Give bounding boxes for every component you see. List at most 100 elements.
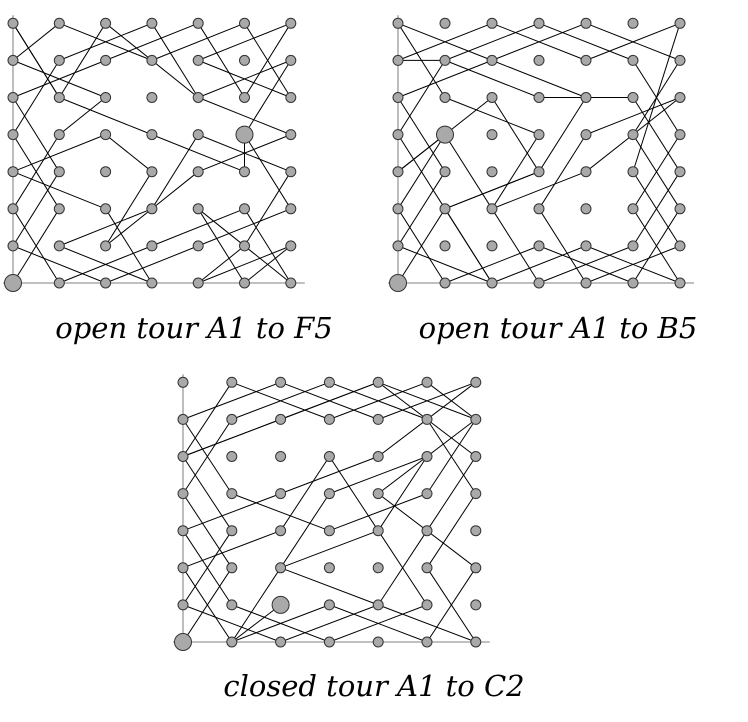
- square-node-D6: [323, 451, 335, 462]
- tour-move-E1-F2: [197, 245, 245, 284]
- tour-move-F8-D7: [151, 22, 245, 61]
- tour-move-B4-A6: [12, 97, 60, 172]
- square-node-C8: [486, 17, 498, 29]
- square-node-D8: [146, 17, 158, 29]
- square-node-E6: [192, 92, 204, 103]
- tour-move-E4-F6: [377, 456, 428, 531]
- square-node-D3: [323, 562, 335, 574]
- square-node-D7: [146, 54, 158, 66]
- tour-move-C5-D4: [105, 134, 153, 173]
- tour-move-A7-B5: [182, 419, 233, 494]
- tour-move-D2-F3: [151, 208, 245, 247]
- tour-move-A4-C5: [182, 493, 281, 532]
- square-node-D5: [323, 488, 335, 500]
- tour-move-B6-D5: [59, 97, 153, 136]
- tour-move-G2-E1: [198, 245, 291, 284]
- tour-move-A8-B6: [12, 23, 60, 98]
- square-node-E1: [580, 277, 592, 289]
- tour-move-G8-E7: [198, 22, 291, 61]
- square-node-G5: [674, 129, 686, 141]
- caption-open-tour-a1-to-f5: open tour A1 to F5: [55, 311, 333, 345]
- square-node-E5: [580, 129, 592, 141]
- square-node-E7: [372, 413, 384, 425]
- tour-move-B1-C2: [231, 604, 281, 643]
- tour-move-C1-A2: [12, 245, 106, 284]
- square-node-C4: [486, 166, 498, 178]
- square-node-C2: [486, 240, 498, 252]
- square-node-D3: [146, 203, 158, 215]
- tour-move-D8-E6: [151, 23, 199, 98]
- square-node-E5: [372, 488, 384, 500]
- square-node-G2: [470, 599, 482, 611]
- tour-move-B3-D4: [444, 171, 540, 210]
- square-node-E1: [372, 636, 384, 648]
- square-node-C4: [100, 166, 112, 178]
- tour-move-B2-D1: [59, 245, 153, 284]
- square-node-C3: [100, 203, 112, 215]
- square-node-G8: [285, 17, 297, 29]
- square-node-B7: [53, 54, 65, 66]
- tour-move-A5-B7: [12, 60, 60, 135]
- square-node-C1: [100, 277, 112, 289]
- tour-move-E2-C1: [491, 245, 587, 284]
- tour-move-G3-E2: [198, 208, 291, 247]
- square-node-D5: [533, 129, 545, 141]
- tour-move-D5-F4: [151, 134, 245, 173]
- tour-move-D2-B1: [444, 245, 540, 284]
- tour-move-A4-B5: [397, 134, 446, 173]
- square-node-G3: [674, 203, 686, 215]
- tour-move-D6-E4: [328, 456, 379, 531]
- square-node-A2: [392, 240, 404, 252]
- tour-move-E7-G6: [198, 59, 291, 98]
- square-node-B4: [53, 166, 65, 178]
- tour-move-B5-D4: [231, 493, 330, 532]
- square-node-B5: [226, 488, 238, 500]
- tour-move-G8-E7: [378, 381, 476, 420]
- square-node-G1: [470, 636, 482, 648]
- square-node-A6: [392, 92, 404, 103]
- endpoint-node-F5: [235, 125, 254, 144]
- tour-move-C8-B6: [58, 23, 107, 98]
- tour-move-D4-C2: [105, 171, 153, 247]
- endpoint-node-A1: [389, 274, 407, 292]
- tour-move-G8-E7: [585, 22, 681, 61]
- tour-move-F5-G7: [426, 419, 477, 494]
- board-closed-tour-a1-to-c2: [173, 374, 490, 651]
- tour-move-B5-C3: [444, 134, 493, 210]
- square-node-D1: [146, 277, 158, 289]
- tour-move-A7-C6: [12, 59, 106, 98]
- square-node-C5: [486, 129, 498, 141]
- tour-move-D3-E1: [538, 208, 587, 284]
- tour-move-C7-E8: [280, 381, 379, 420]
- square-node-B3: [53, 203, 65, 215]
- tour-move-C6-B5: [58, 97, 106, 135]
- square-node-A2: [177, 599, 189, 611]
- tour-move-C3-D5: [491, 134, 540, 210]
- square-node-B4: [439, 166, 451, 178]
- square-node-F1: [421, 636, 433, 648]
- tour-move-D7-B8: [59, 22, 153, 61]
- tour-move-D5-C3: [280, 493, 330, 569]
- square-node-C6: [486, 92, 498, 103]
- tour-move-B8-A6: [182, 382, 233, 457]
- square-node-B1: [439, 277, 451, 289]
- tour-move-E2-C1: [105, 245, 199, 284]
- tour-move-E7-C8: [491, 22, 587, 61]
- square-node-D2: [323, 599, 335, 611]
- tour-move-D1-C3: [105, 208, 153, 284]
- caption-closed-tour-a1-to-c2: closed tour A1 to C2: [223, 669, 525, 703]
- square-node-E2: [372, 599, 384, 611]
- square-node-G3: [285, 203, 297, 215]
- square-node-G7: [674, 54, 686, 66]
- square-node-G3: [470, 562, 482, 574]
- tour-move-G3-F1: [632, 208, 681, 284]
- square-node-F7: [421, 413, 433, 425]
- square-node-B2: [53, 240, 65, 252]
- tour-move-G7-F8: [426, 381, 477, 420]
- square-node-A8: [392, 17, 404, 29]
- square-node-A7: [177, 413, 189, 425]
- tour-move-A4-C5: [12, 134, 106, 173]
- square-node-B6: [226, 451, 238, 462]
- tour-move-C7-E6: [491, 59, 587, 98]
- square-node-B6: [53, 92, 65, 103]
